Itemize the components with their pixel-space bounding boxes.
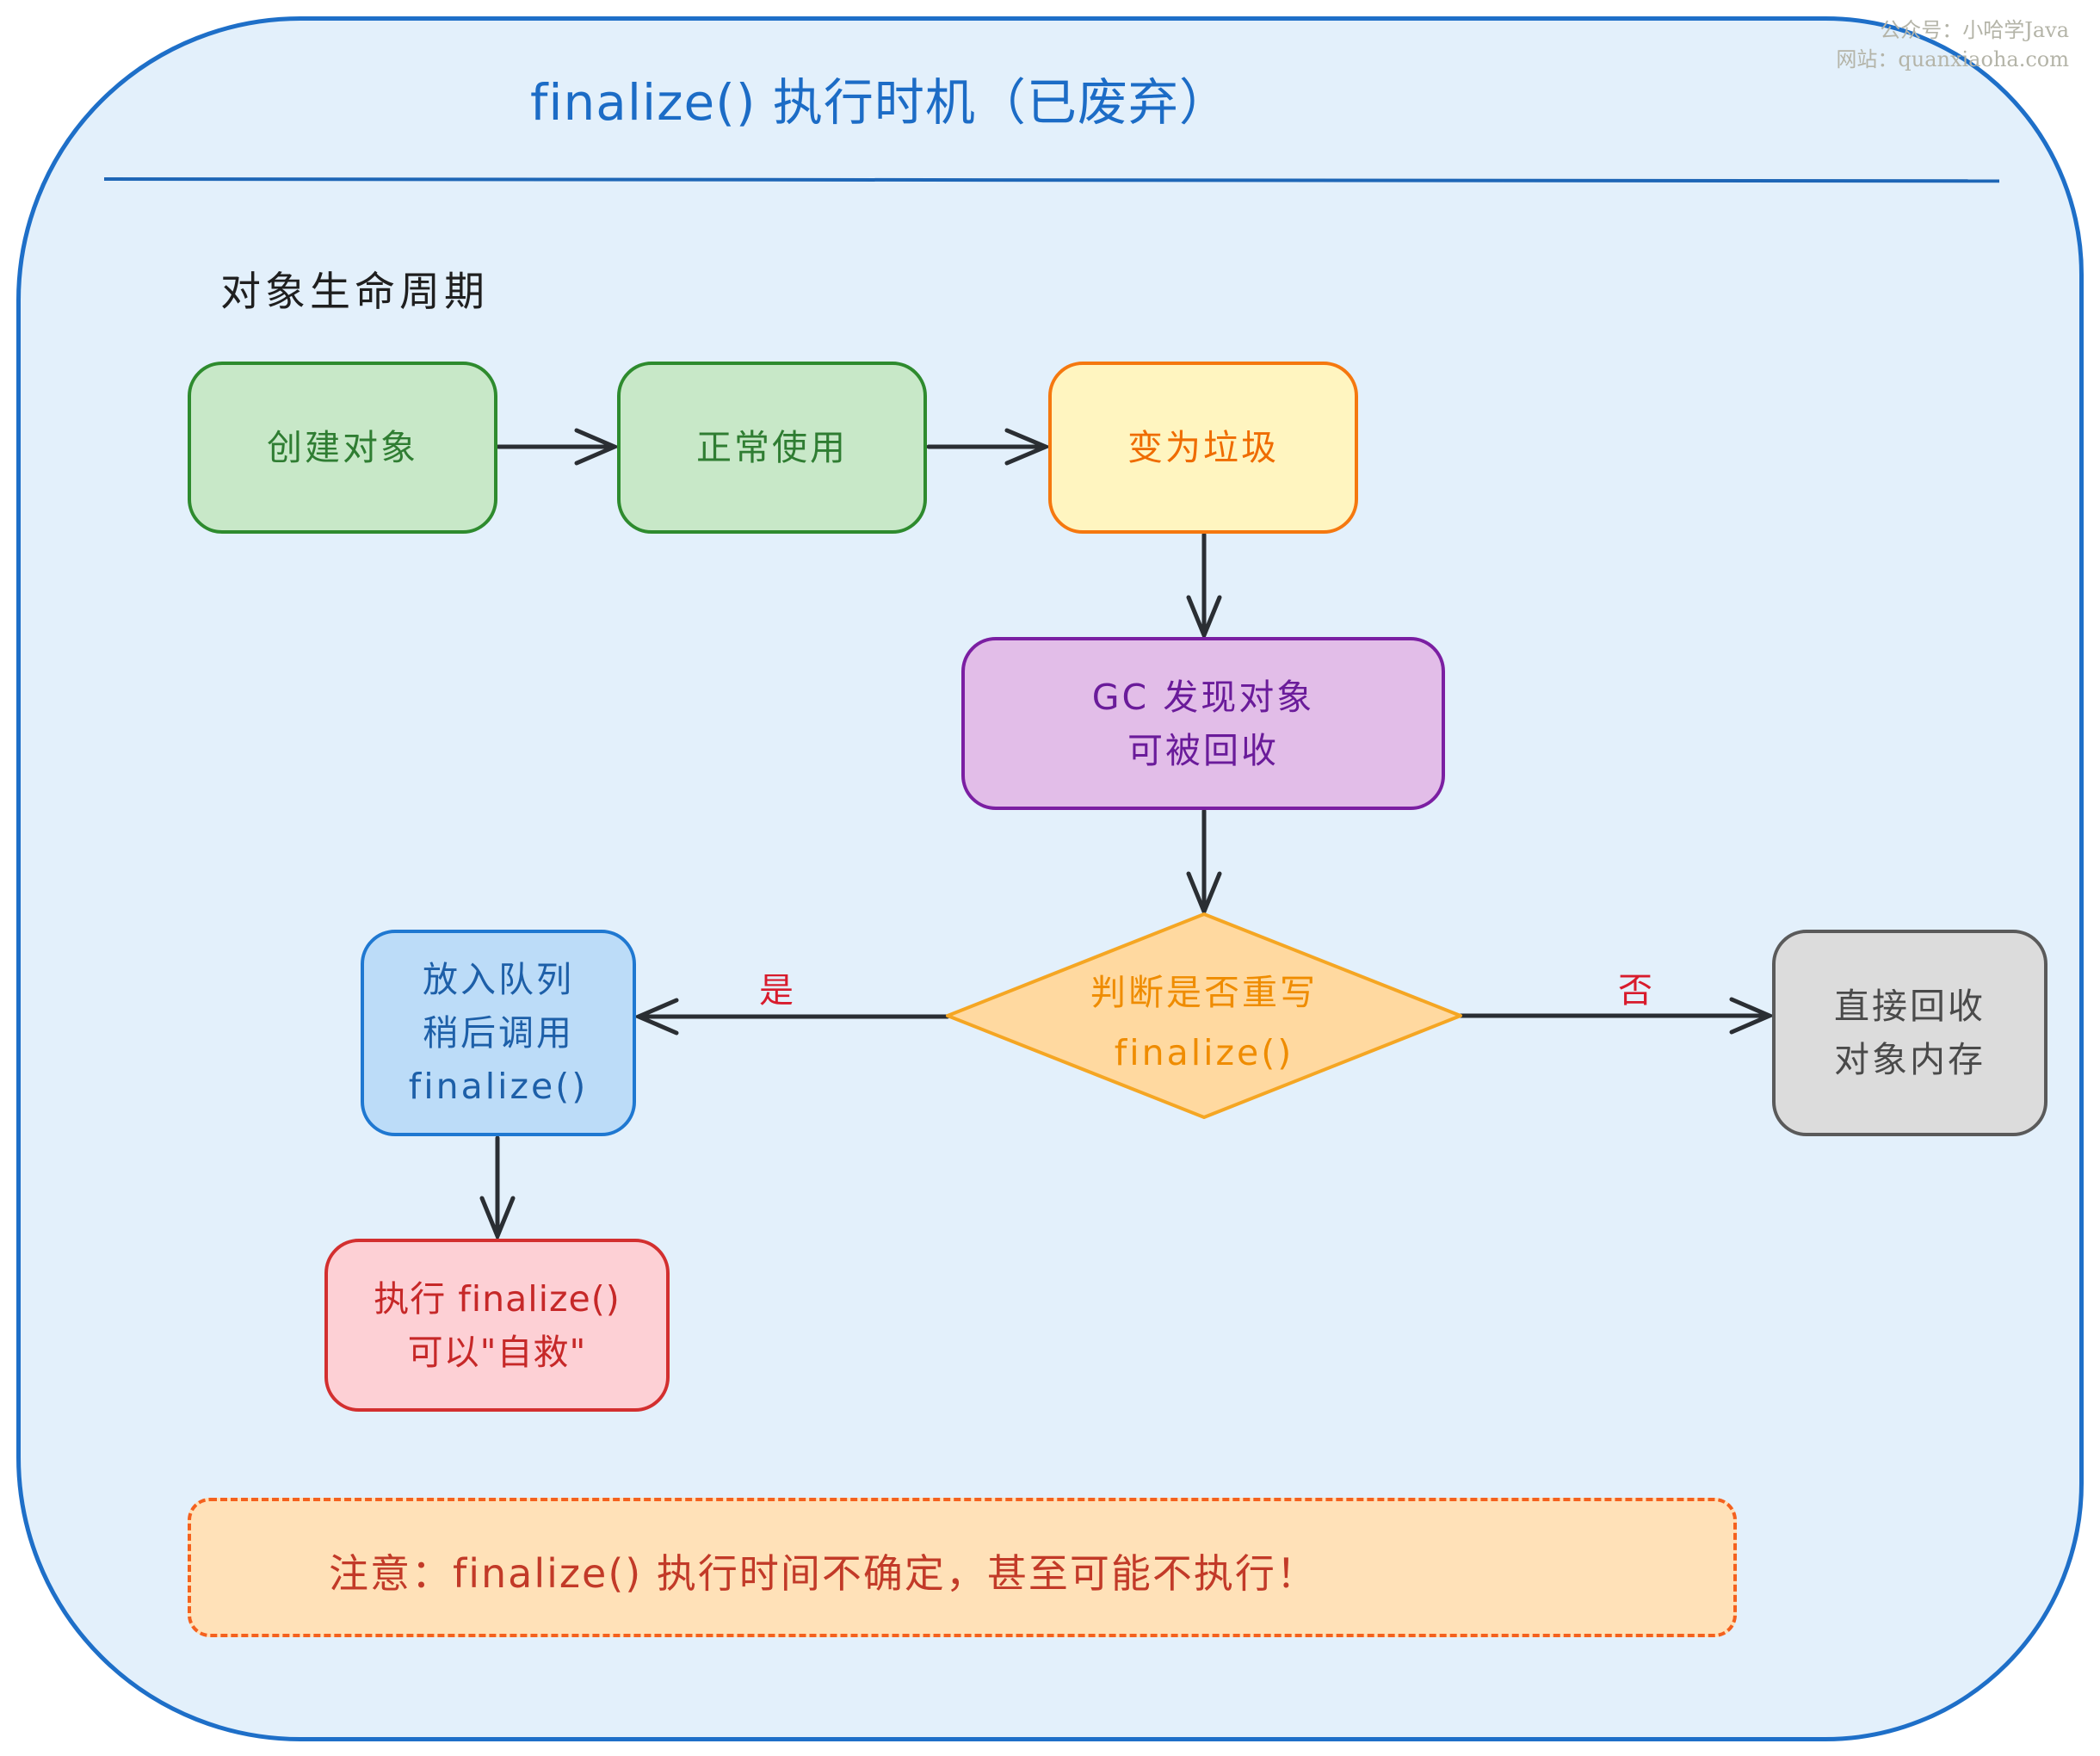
decision-label: 判断是否重写 finalize() [948,962,1461,1083]
node-enqueue-line2: 稍后调用 [423,1012,574,1054]
edge-create-use-head [574,428,621,466]
edge-decision-reclaim-head [1729,997,1776,1035]
node-becomes-garbage-label: 变为垃圾 [1127,427,1279,468]
node-reclaim-memory-line1: 直接回收 [1834,986,1986,1027]
node-gc-discovers: GC 发现对象 可被回收 [961,637,1445,810]
node-becomes-garbage: 变为垃圾 [1048,362,1358,534]
diagram-frame [16,16,2084,1741]
node-reclaim-memory-line2: 对象内存 [1834,1039,1986,1080]
node-enqueue: 放入队列 稍后调用 finalize() [361,930,636,1136]
edge-queue-execute-head [479,1196,516,1242]
node-execute-finalize: 执行 finalize() 可以"自救" [324,1239,670,1412]
diagram-title: finalize() 执行时机（已废弃） [530,73,1230,132]
node-normal-use: 正常使用 [617,362,927,534]
edge-gc-decision-head [1186,871,1222,918]
warning-notice-text: 注意：finalize() 执行时间不确定，甚至可能不执行！ [329,1550,1318,1597]
edge-label-no: 否 [1618,971,1652,1011]
watermark-line2: 网站：quanxiaoha.com [1836,47,2069,71]
node-gc-discovers-line1: GC 发现对象 [1091,676,1315,718]
node-create-object: 创建对象 [188,362,497,534]
section-label: 对象生命周期 [220,269,489,316]
decision-diamond [946,912,1462,1119]
edge-use-garbage-head [1004,428,1052,466]
node-execute-finalize-line2: 可以"自救" [407,1331,587,1373]
node-reclaim-memory: 直接回收 对象内存 [1772,930,2048,1136]
decision-label-line1: 判断是否重写 [1090,972,1318,1013]
edge-garbage-gc-head [1186,595,1222,641]
node-execute-finalize-line1: 执行 finalize() [374,1277,621,1320]
node-gc-discovers-line2: 可被回收 [1127,729,1279,771]
watermark-line1: 公众号：小哈学Java [1880,18,2069,42]
decision-label-line2: finalize() [1114,1032,1294,1073]
node-enqueue-line1: 放入队列 [423,959,574,1000]
watermark: 公众号：小哈学Java 网站：quanxiaoha.com [1836,15,2069,74]
node-enqueue-line3: finalize() [408,1066,589,1107]
edge-decision-queue-head [633,998,679,1036]
node-create-object-label: 创建对象 [267,427,418,468]
edge-label-yes: 是 [759,971,794,1011]
warning-notice: 注意：finalize() 执行时间不确定，甚至可能不执行！ [188,1498,1737,1637]
node-normal-use-label: 正常使用 [696,427,848,468]
